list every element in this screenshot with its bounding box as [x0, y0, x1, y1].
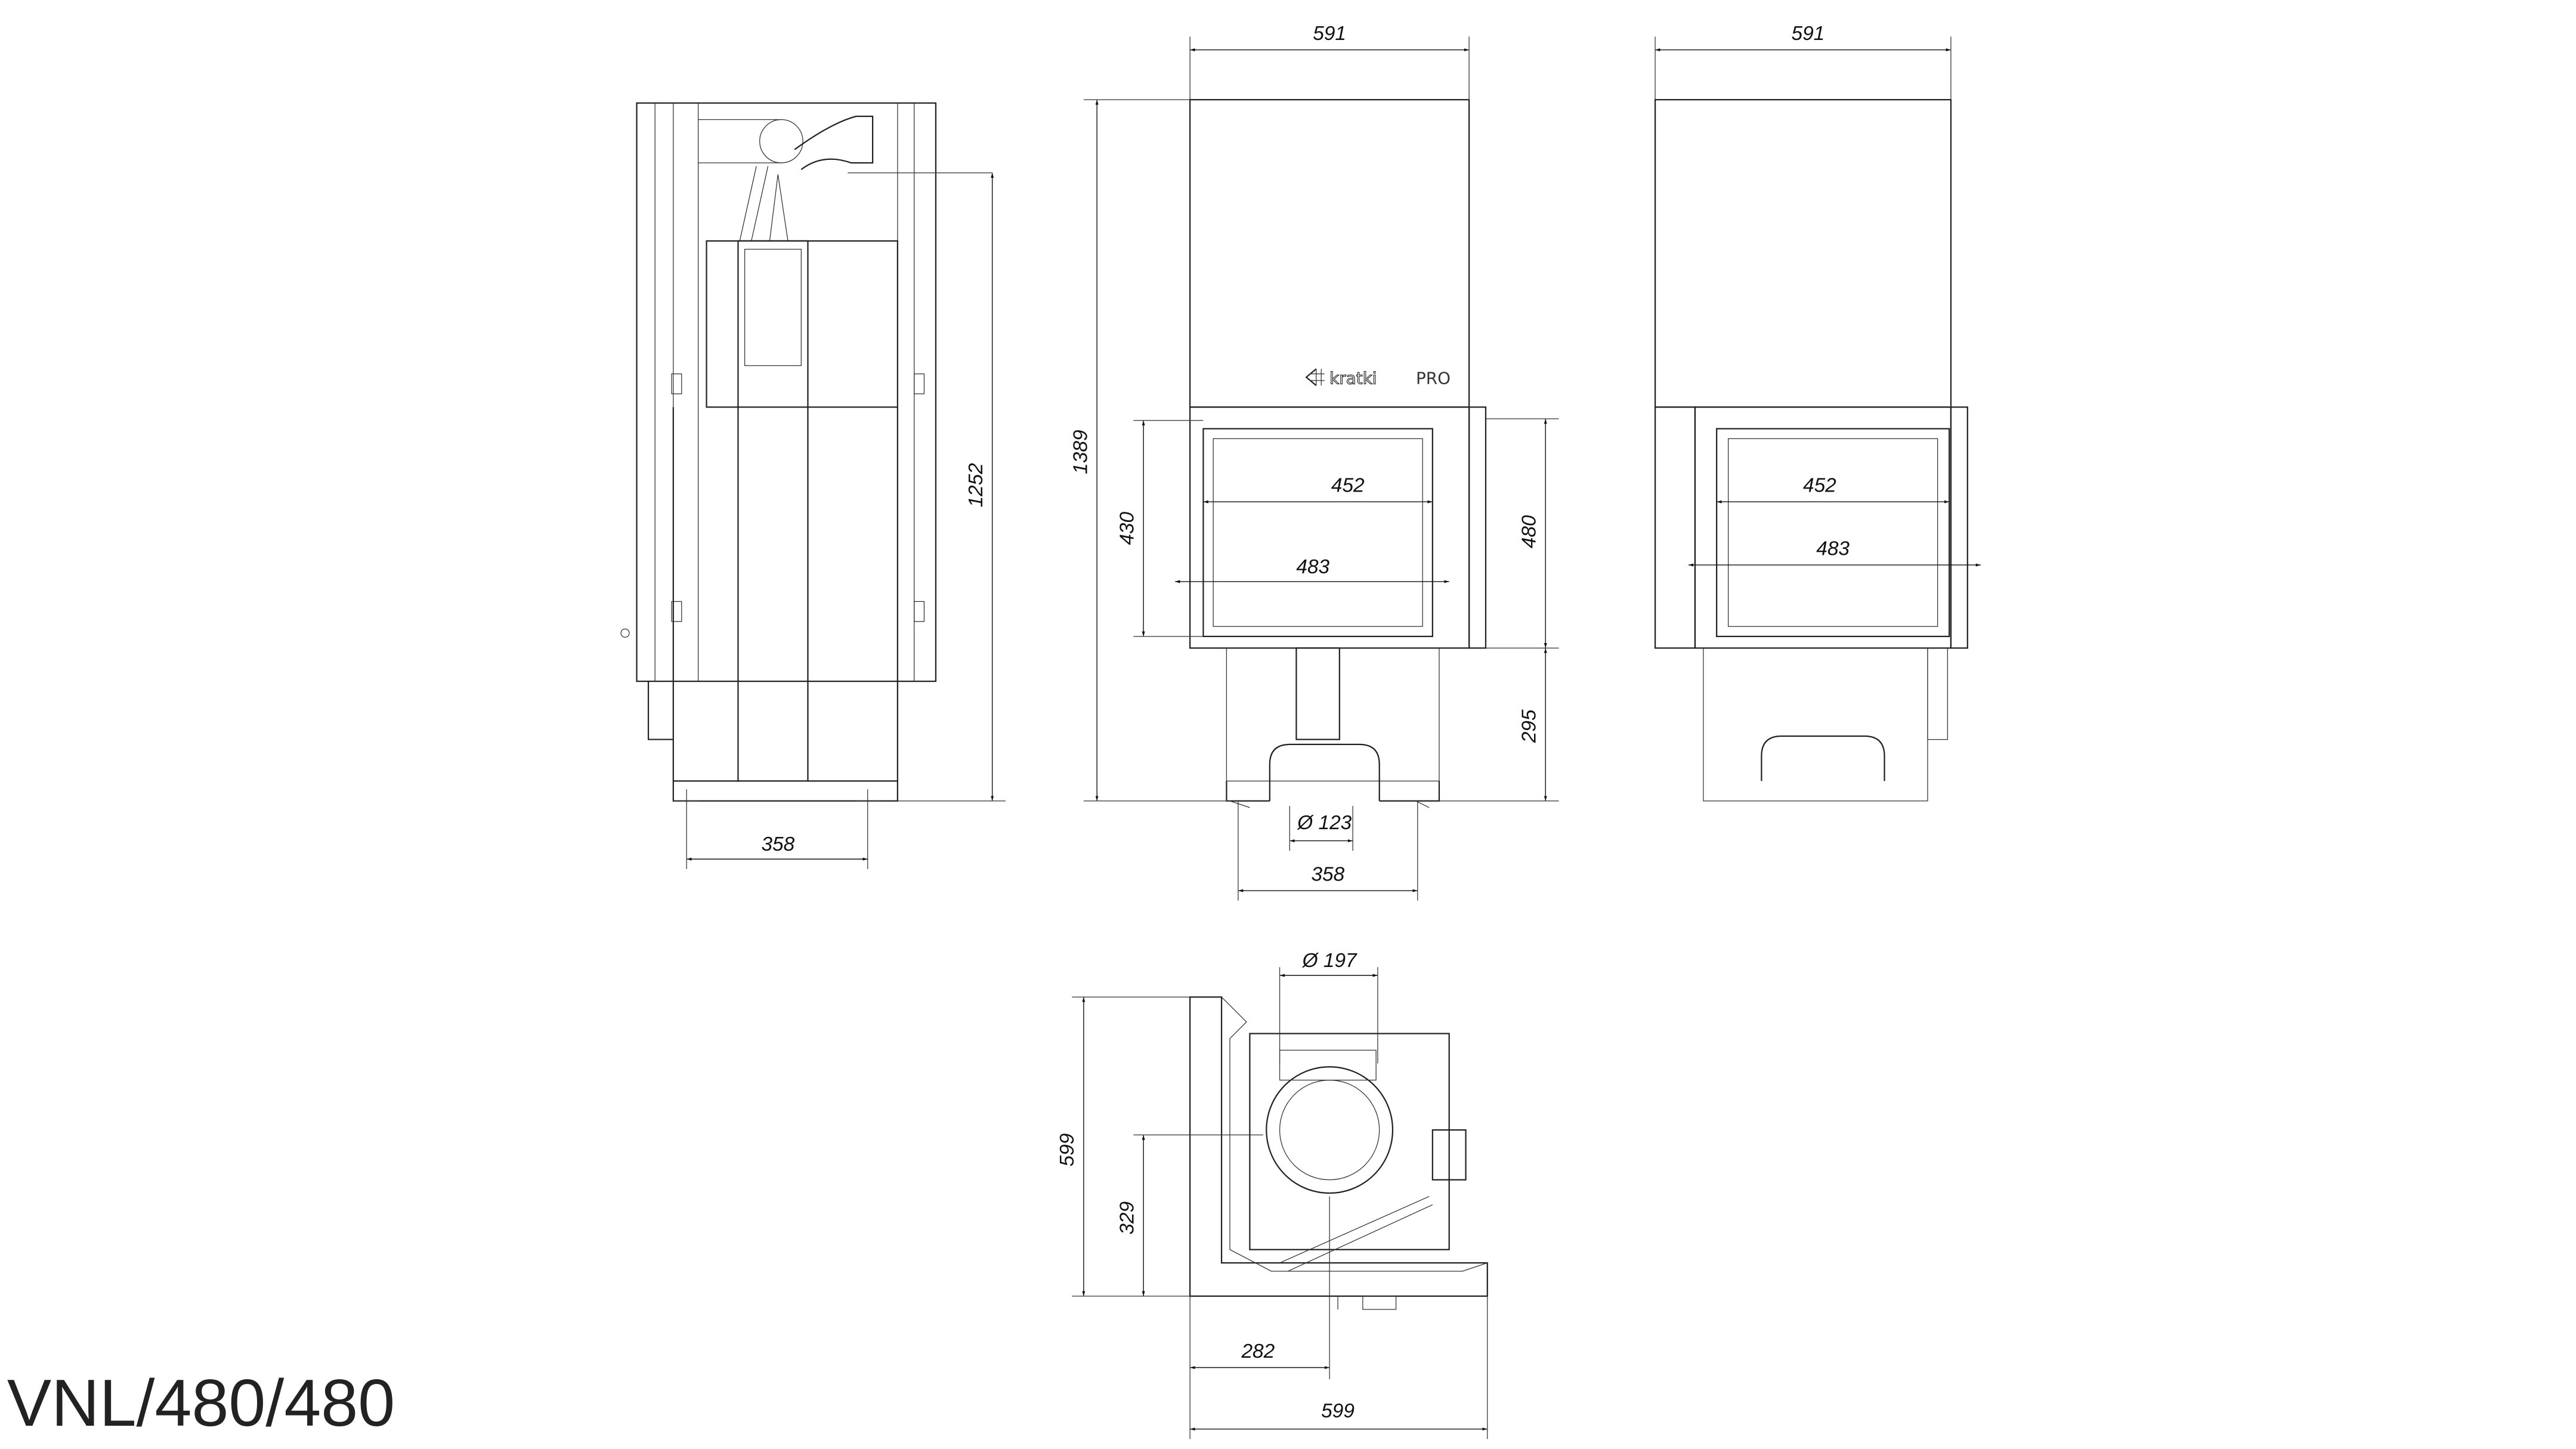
dim-right-door-width: 483	[1816, 537, 1850, 560]
top-dimensions: Ø 197 599 329 282 599	[1056, 950, 1488, 1439]
dim-door-height: 480	[1519, 515, 1541, 548]
dim-front-width: 591	[1313, 23, 1346, 45]
dim-top-depth: 599	[1056, 1133, 1078, 1167]
model-title: VNL/480/480	[7, 1365, 395, 1440]
dim-glass-width: 452	[1331, 475, 1365, 497]
dim-front-leg-spacing: 358	[1311, 863, 1344, 885]
svg-text:PRO: PRO	[1416, 368, 1451, 388]
kratki-pro-logo: kratki PRO	[1305, 368, 1451, 388]
dim-right-width: 591	[1792, 23, 1825, 45]
side-view	[620, 102, 992, 802]
dim-flue-offset-x: 282	[1241, 1340, 1275, 1363]
dim-right-glass-width: 452	[1803, 475, 1836, 497]
dim-flue-diameter: Ø 197	[1302, 950, 1357, 972]
dim-air-inlet: Ø 123	[1297, 812, 1352, 834]
side-dimensions: 1252 358	[686, 172, 1006, 869]
right-view	[1654, 99, 1968, 802]
front-dimensions: 591 1389 430 452 483 480 295 Ø 123 358	[1069, 23, 1559, 901]
svg-text:kratki: kratki	[1329, 368, 1377, 388]
dim-total-height: 1389	[1069, 430, 1091, 474]
dim-base-height: 295	[1519, 709, 1541, 743]
dim-door-width: 483	[1296, 556, 1329, 578]
dim-side-leg-spacing: 358	[761, 833, 794, 855]
top-view	[1189, 996, 1488, 1310]
dim-glass-height: 430	[1116, 512, 1138, 545]
dim-side-height: 1252	[965, 463, 987, 508]
dim-top-width: 599	[1321, 1400, 1355, 1422]
right-dimensions: 591 452 483	[1655, 23, 1981, 567]
dim-flue-offset-y: 329	[1116, 1201, 1138, 1235]
front-view: kratki PRO	[1189, 99, 1487, 808]
